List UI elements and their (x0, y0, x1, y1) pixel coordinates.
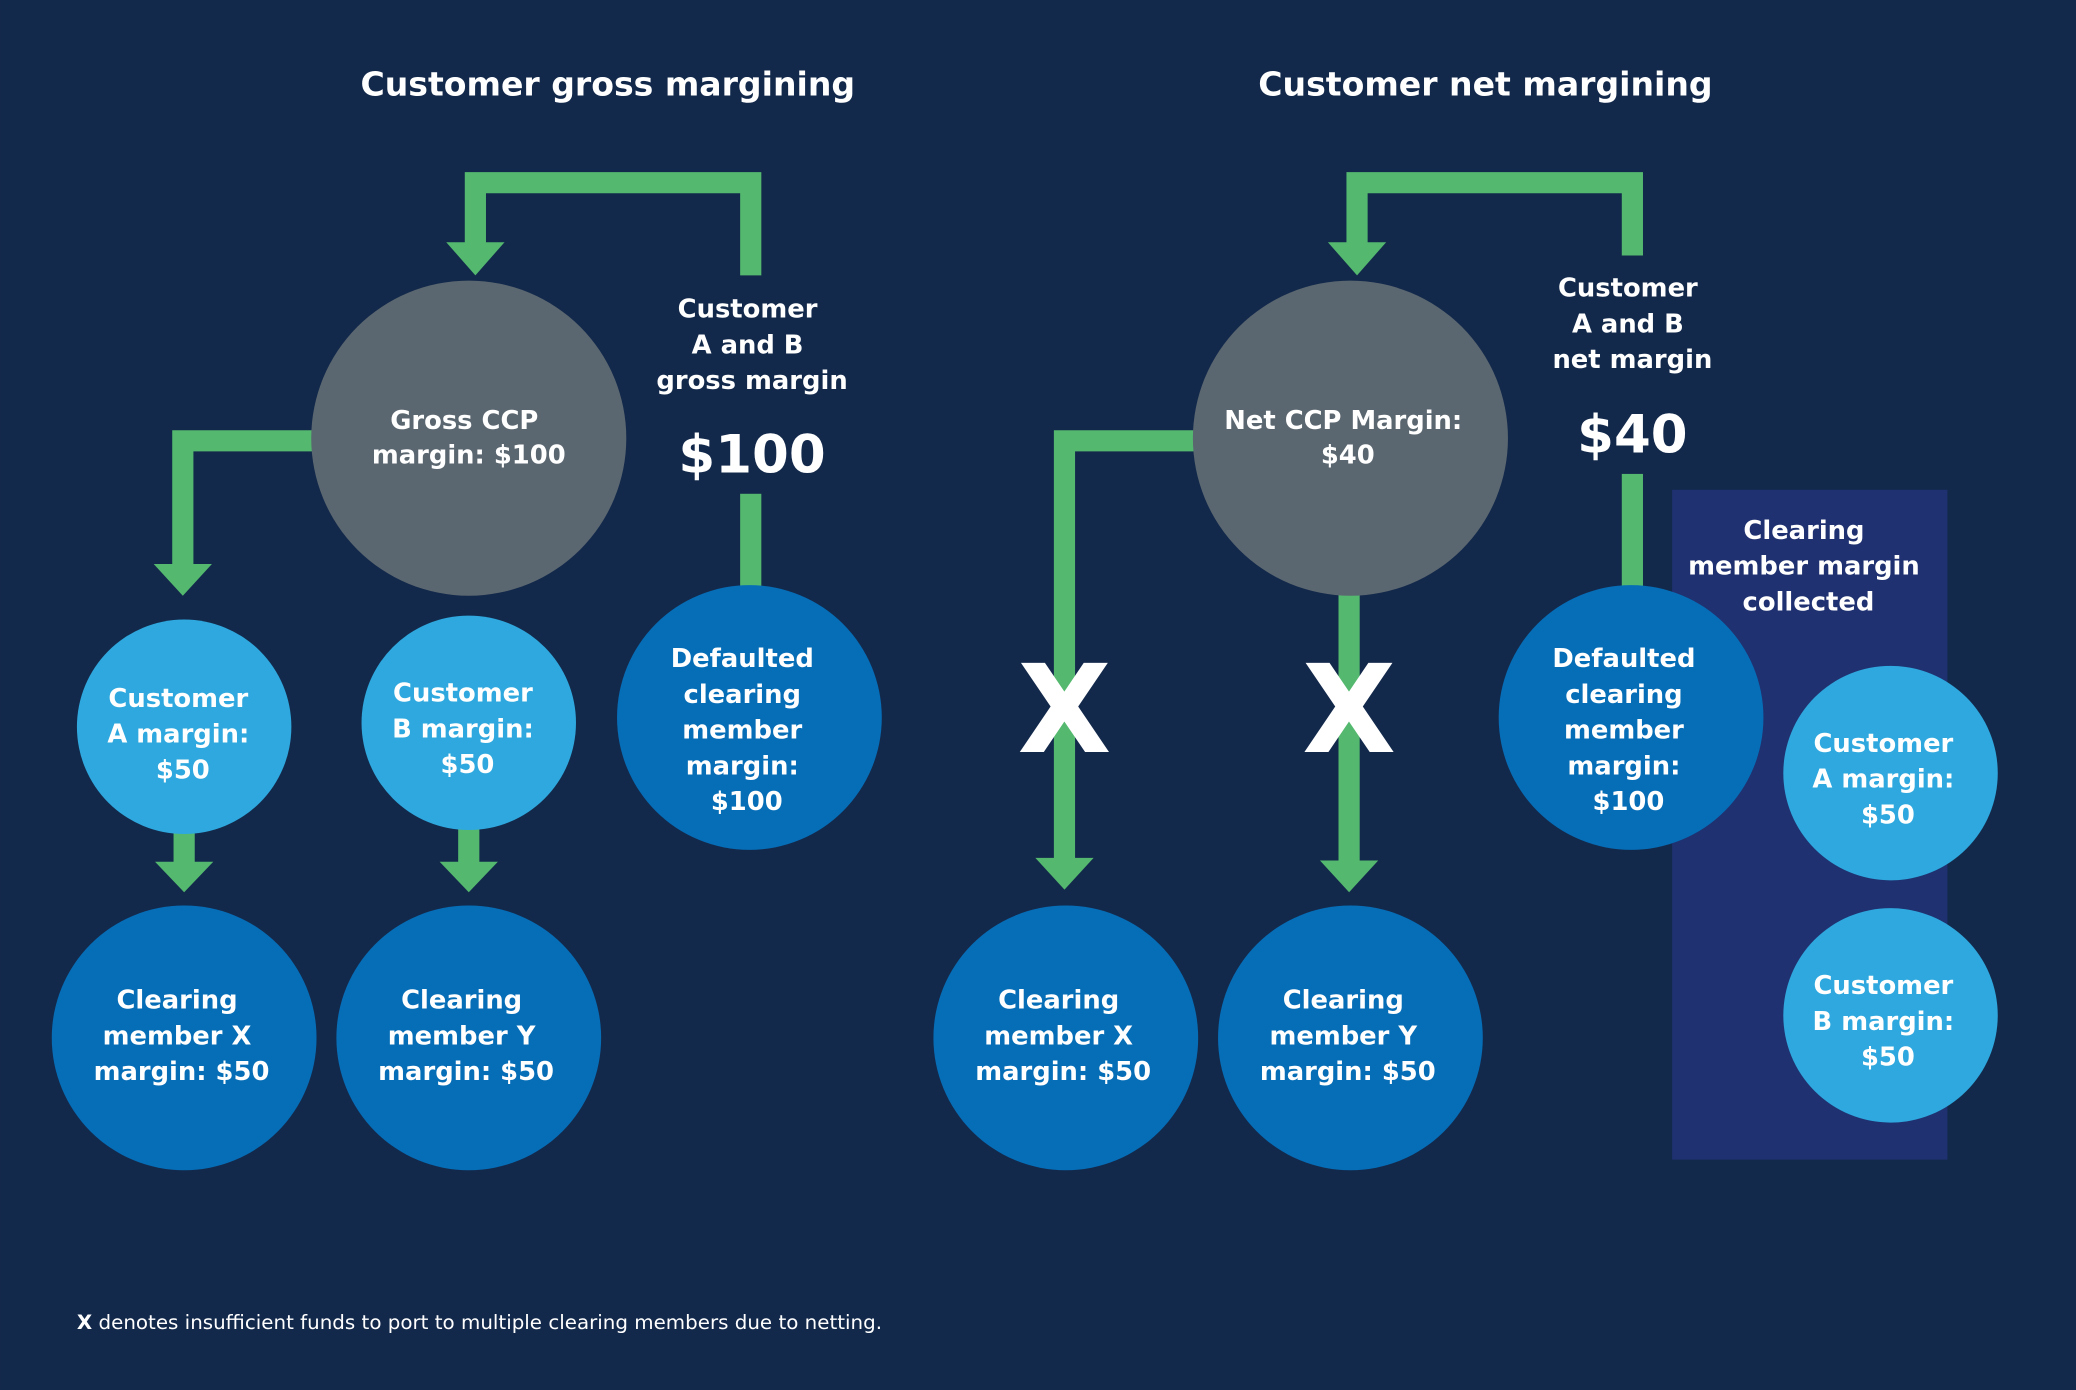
gross-customer-b-node (361, 615, 576, 831)
gross-side-value: $100 (678, 425, 825, 486)
gross-arrow-b-to-y (439, 826, 498, 893)
footnote-text: denotes insufficient funds to port to mu… (92, 1311, 882, 1334)
net-defaulted-label: Defaulted clearing member margin: $100 (1552, 644, 1704, 817)
net-ccp-label: Net CCP Margin: $40 (1224, 406, 1471, 470)
gross-loop-arrow (446, 172, 762, 276)
net-arrow-ccp-to-y (1319, 593, 1379, 893)
gross-member-y-node (336, 905, 602, 1171)
gross-arrow-a-to-x (155, 831, 214, 893)
net-side-label: Customer A and B net margin (1552, 274, 1712, 375)
panel-customer-a-label: Customer A margin: $50 (1812, 729, 1963, 830)
gross-side-label: Customer A and B gross margin (656, 295, 847, 396)
net-branch-arrow-x (1035, 430, 1197, 890)
gross-ccp-label: Gross CCP margin: $100 (372, 406, 566, 470)
gross-ccp-node (311, 280, 627, 596)
footnote: X denotes insufficient funds to port to … (77, 1311, 882, 1334)
net-side-connector (1621, 473, 1643, 591)
gross-customer-b-label: Customer B margin: $50 (392, 679, 543, 780)
net-member-y-label: Clearing member Y margin: $50 (1260, 986, 1436, 1087)
gross-member-x-node (51, 905, 317, 1171)
net-title: Customer net margining (1258, 64, 1712, 103)
footnote-marker: X (77, 1311, 92, 1334)
gross-customer-a-label: Customer A margin: $50 (107, 684, 258, 785)
net-defaulted-node (1498, 585, 1764, 850)
gross-member-y-label: Clearing member Y margin: $50 (378, 986, 554, 1087)
net-x-mark-left: X (1018, 639, 1112, 781)
gross-defaulted-label: Defaulted clearing member margin: $100 (671, 644, 823, 817)
panel-customer-b-node (1783, 908, 1998, 1123)
net-member-x-label: Clearing member X margin: $50 (975, 986, 1151, 1087)
net-x-mark-right: X (1302, 639, 1396, 781)
panel-customer-b-label: Customer B margin: $50 (1813, 971, 1964, 1072)
collected-panel-title: Clearing member margin collected (1688, 516, 1929, 617)
net-side-value: $40 (1577, 405, 1688, 466)
gross-branch-arrow-a (153, 430, 316, 596)
net-member-x-node (933, 905, 1199, 1171)
gross-defaulted-node (617, 585, 882, 850)
net-ccp-node (1192, 280, 1508, 596)
panel-customer-a-node (1783, 665, 1998, 881)
gross-member-x-label: Clearing member X margin: $50 (94, 986, 270, 1087)
net-loop-arrow (1327, 172, 1643, 276)
gross-side-connector (740, 493, 762, 590)
net-member-y-node (1218, 905, 1483, 1171)
gross-title: Customer gross margining (360, 64, 855, 103)
gross-customer-a-node (76, 619, 292, 834)
